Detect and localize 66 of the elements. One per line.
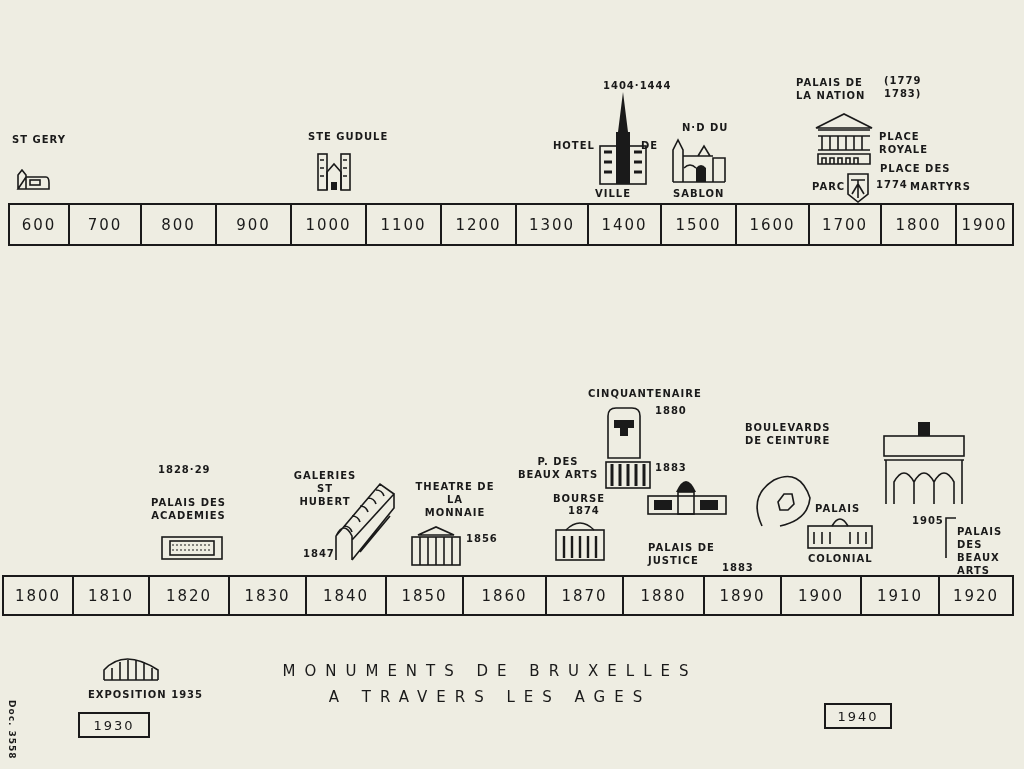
monument-label: PLACE DES xyxy=(880,162,951,175)
year-cell: 1500 xyxy=(660,203,737,246)
year-cell: 1870 xyxy=(545,575,624,616)
monument-label: PALAIS xyxy=(815,502,861,515)
year-cell: 1880 xyxy=(622,575,705,616)
year-cell: 1810 xyxy=(72,575,150,616)
year-cell: 1860 xyxy=(462,575,547,616)
monument-label: STE GUDULE xyxy=(308,130,389,143)
monument-label: 1828·29 xyxy=(158,463,211,476)
year-cell: 1830 xyxy=(228,575,307,616)
year-cell: 1920 xyxy=(938,575,1014,616)
monument-label: THEATRE DE LA MONNAIE xyxy=(415,480,495,519)
year-box: 1940 xyxy=(824,703,892,729)
year-cell: 700 xyxy=(68,203,142,246)
year-cell: 1100 xyxy=(365,203,442,246)
monument-label: PLACE ROYALE xyxy=(879,130,929,156)
monument-label: COLONIAL xyxy=(808,552,873,565)
monument-label: GALERIES ST HUBERT xyxy=(292,469,358,508)
monument-label: P. DES BEAUX ARTS xyxy=(516,455,600,481)
document-number: Doc. 3558 xyxy=(6,700,18,760)
year-cell: 1300 xyxy=(515,203,589,246)
year-cell: 1900 xyxy=(780,575,862,616)
monument-label: ST GERY xyxy=(12,133,66,146)
monument-label: N·D DU xyxy=(682,121,729,134)
monument-label: 1774 xyxy=(876,178,908,191)
monument-label: EXPOSITION 1935 xyxy=(88,688,204,701)
year-cell: 1200 xyxy=(440,203,517,246)
monument-label: BOULEVARDS DE CEINTURE xyxy=(745,421,832,447)
year-cell: 1000 xyxy=(290,203,367,246)
monument-label: MARTYRS xyxy=(910,180,971,193)
monument-label: PALAIS DE JUSTICE xyxy=(648,541,716,567)
year-cell: 1800 xyxy=(2,575,74,616)
year-cell: 1400 xyxy=(587,203,662,246)
year-cell: 1850 xyxy=(385,575,464,616)
monument-label: 1404·1444 xyxy=(603,79,672,92)
monument-label: PALAIS DE LA NATION xyxy=(796,76,867,102)
monument-label: PALAIS DES ACADEMIES xyxy=(150,496,227,522)
monument-label: PARC xyxy=(812,180,846,193)
monument-label: 1883 xyxy=(722,561,754,574)
year-cell: 1900 xyxy=(955,203,1014,246)
monument-label: BOURSE xyxy=(553,492,605,505)
monument-label: (1779 1783) xyxy=(884,74,923,100)
year-cell: 800 xyxy=(140,203,217,246)
year-cell: 1600 xyxy=(735,203,810,246)
monument-label: VILLE xyxy=(595,187,632,200)
monument-label: 1847 xyxy=(303,547,335,560)
monument-label: 1856 xyxy=(466,532,498,545)
year-cell: 900 xyxy=(215,203,292,246)
monument-label: DE xyxy=(641,139,659,152)
year-cell: 600 xyxy=(8,203,70,246)
monument-label: SABLON xyxy=(673,187,725,200)
year-cell: 1890 xyxy=(703,575,782,616)
monument-label: CINQUANTENAIRE xyxy=(588,387,702,400)
year-cell: 1820 xyxy=(148,575,230,616)
monument-label: 1883 xyxy=(655,461,687,474)
monument-label: HOTEL xyxy=(553,139,595,152)
year-box: 1930 xyxy=(78,712,150,738)
year-cell: 1840 xyxy=(305,575,387,616)
monument-label: 1880 xyxy=(655,404,687,417)
title: MONUMENTS DE BRUXELLES A TRAVERS LES AGES xyxy=(281,661,699,708)
monument-label: 1874 xyxy=(568,504,600,517)
year-cell: 1800 xyxy=(880,203,957,246)
year-cell: 1910 xyxy=(860,575,940,616)
monument-label: PALAIS DES BEAUX ARTS xyxy=(957,525,1004,577)
monument-label: 1905 xyxy=(912,514,944,527)
year-cell: 1700 xyxy=(808,203,882,246)
